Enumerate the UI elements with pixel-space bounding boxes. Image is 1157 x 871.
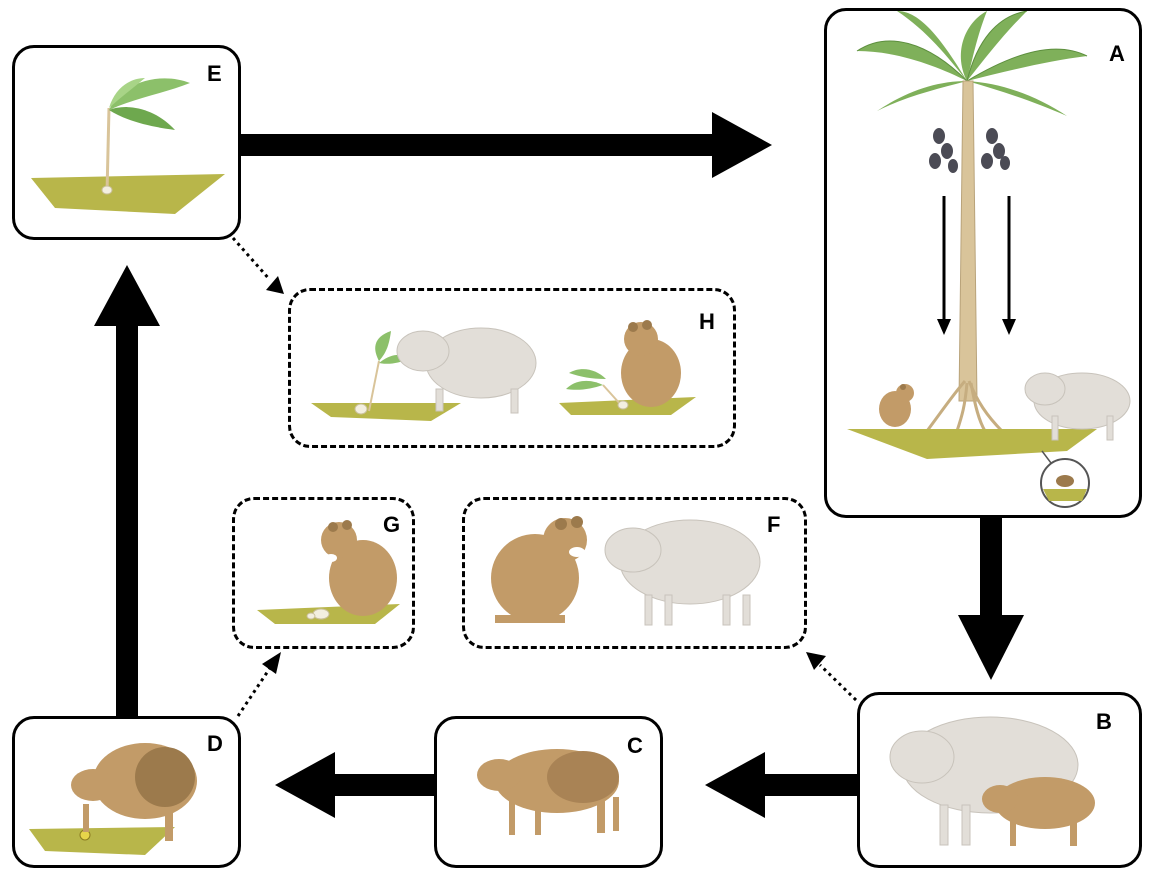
seed-icon: [1056, 475, 1074, 487]
agouti-icon: [491, 516, 587, 623]
arrow-a-to-b: [958, 515, 1024, 680]
panel-e-seedling: E: [12, 45, 241, 240]
agouti-icon: [477, 749, 619, 835]
dotted-arrow-d-to-g: [238, 652, 281, 716]
panel-a-palm-tree: A: [824, 8, 1142, 518]
dotted-arrow-e-to-h: [233, 238, 284, 294]
panel-g-seed-eating: G: [232, 497, 415, 649]
arrow-e-to-a: [240, 112, 772, 178]
label-b: B: [1096, 711, 1112, 733]
agouti-icon: [621, 320, 681, 407]
label-g: G: [383, 514, 400, 536]
agouti-icon: [982, 777, 1095, 846]
panel-h-seedling-predation: H: [288, 288, 736, 448]
panel-c-agouti-carrying: C: [434, 716, 663, 868]
panel-f-animals: F: [462, 497, 807, 649]
arrow-b-to-c: [705, 752, 860, 818]
palm-tree-icon: [827, 11, 1139, 515]
agouti-icon: [71, 743, 197, 841]
agouti-icon: [879, 384, 914, 427]
agouti-burying-illustration: [15, 719, 238, 865]
dotted-arrow-b-to-f: [806, 652, 856, 700]
label-a: A: [1109, 43, 1125, 65]
label-d: D: [207, 733, 223, 755]
agouti-and-peccary-illustration: [465, 500, 804, 646]
label-f: F: [767, 514, 780, 536]
label-e: E: [207, 63, 222, 85]
panel-b-frugivores: B: [857, 692, 1142, 868]
label-h: H: [699, 311, 715, 333]
peccary-icon: [397, 328, 536, 413]
seedling-icon: [15, 48, 238, 237]
label-c: C: [627, 735, 643, 757]
seedling-predation-illustration: [291, 291, 733, 445]
peccary-icon: [605, 520, 760, 625]
arrow-c-to-d: [275, 752, 435, 818]
panel-d-agouti-burying: D: [12, 716, 241, 868]
arrow-d-to-e: [94, 265, 160, 718]
